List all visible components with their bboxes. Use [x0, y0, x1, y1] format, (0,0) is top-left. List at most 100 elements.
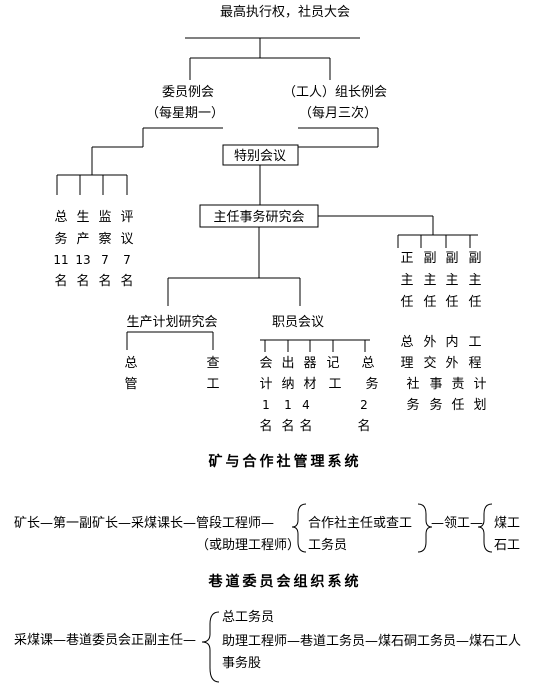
section1-right-brace-top — [417, 503, 433, 528]
section1-link: —领工— — [431, 516, 483, 531]
right-duty-4-char-4: 划 — [473, 398, 486, 413]
right-duty-3-char-1: 内 — [445, 334, 458, 350]
right-duty-1-char-3: 务 — [406, 397, 419, 413]
left-col-4-count: 7 — [123, 253, 131, 267]
right-duty-3-char-2: 外 — [445, 356, 458, 371]
left-col-3-char-1: 监 — [98, 210, 111, 225]
staff-col-2-char-1: 出 — [281, 356, 294, 371]
left-col-3-count: 7 — [101, 253, 109, 267]
right-col-2-char-3: 任 — [423, 295, 436, 310]
section2-chain: 采煤课—巷道委员会正副主任— — [14, 633, 196, 648]
right-group-columns: 正 主 任 副 主 任 副 主 任 副 主 任 总 理 务 外 交 务 内 外 … — [400, 251, 486, 413]
staff-col-1-char-1: 会 — [259, 356, 272, 371]
connector-production — [126, 331, 214, 350]
right-col-4-char-3: 任 — [468, 295, 481, 310]
right-col-2-char-1: 副 — [423, 251, 436, 266]
special-meeting-box — [222, 144, 299, 166]
right-row4-char-1: 社 — [406, 376, 419, 392]
staff-col-3-char-2: 材 — [303, 377, 316, 392]
staff-col-2-unit: 名 — [281, 418, 294, 434]
left-col-1-unit: 名 — [54, 273, 67, 289]
staff-col-4-char-2: 工 — [328, 377, 341, 392]
right-col-3-char-1: 副 — [445, 251, 458, 266]
connector-staff — [260, 339, 370, 352]
section2-line-2: 助理工程师—巷道工务员—煤石硐工务员—煤石工人 — [222, 633, 521, 649]
left-col-4-unit: 名 — [120, 273, 133, 289]
leader-meeting-label: （工人）组长例会 — [283, 85, 387, 100]
director-meeting-label: 主任事务研究会 — [213, 209, 304, 225]
right-duty-3-char-3: 任 — [451, 398, 464, 413]
connector-top — [185, 37, 360, 80]
section1-right-brace-bottom — [417, 526, 433, 553]
left-col-2-char-2: 产 — [76, 232, 89, 247]
right-col-3-char-3: 任 — [445, 295, 458, 310]
section1-left-brace — [291, 503, 307, 553]
right-duty-2-char-1: 外 — [423, 335, 436, 350]
section2-line-3: 事务股 — [222, 655, 261, 671]
left-col-3-char-2: 察 — [98, 232, 111, 247]
staff-col-5-count: 2 — [360, 398, 368, 412]
section1-chain-sub: （或助理工程师） — [196, 538, 300, 553]
connector-left-group — [56, 174, 128, 195]
left-col-4-char-2: 议 — [120, 232, 133, 247]
left-col-1-char-2: 务 — [54, 231, 67, 247]
left-col-1-char-1: 总 — [54, 210, 67, 225]
right-col-2-char-2: 主 — [423, 273, 436, 288]
special-meeting-label: 特别会议 — [234, 149, 286, 164]
leader-meeting-schedule: （每月三次） — [299, 105, 377, 121]
connector-meetings — [91, 127, 379, 205]
right-duty-2-char-2: 交 — [423, 355, 436, 371]
section1-title: 矿与合作社管理系统 — [209, 453, 362, 470]
committee-meeting-schedule: （每星期一） — [146, 105, 224, 121]
right-duty-4-char-1: 工 — [468, 335, 481, 350]
staff-col-1-unit: 名 — [259, 418, 272, 434]
right-duty-2-char-3: 务 — [429, 397, 442, 413]
staff-col-4-char-1: 记 — [326, 356, 339, 371]
right-duty-4-char-3: 计 — [473, 377, 486, 392]
section1-group1-item-1: 合作社主任或查工 — [308, 515, 412, 531]
right-duty-1-char-2: 理 — [400, 356, 413, 371]
section1-chain: 矿长—第一副矿长—采煤课长—管段工程师— — [14, 516, 274, 531]
staff-columns: 会 计 1 名 出 纳 1 名 器 材 4 名 记 工 总 务 2 名 — [259, 356, 378, 434]
right-row4-char-3: 责 — [451, 377, 464, 392]
staff-col-5-unit: 名 — [357, 418, 370, 434]
section1-group1-item-2: 工务员 — [308, 537, 347, 553]
staff-col-2-count: 1 — [284, 398, 292, 412]
staff-col-2-char-2: 纳 — [281, 377, 294, 392]
right-duty-1-char-1: 总 — [400, 335, 413, 350]
section2-brace — [201, 611, 220, 683]
staff-col-1-char-2: 计 — [259, 377, 272, 392]
section1-group2-item-1: 煤工 — [494, 516, 520, 531]
production-item-1-char-2: 管 — [124, 377, 137, 392]
right-col-1-char-3: 任 — [400, 295, 413, 310]
left-col-3-unit: 名 — [98, 273, 111, 289]
staff-col-1-count: 1 — [262, 398, 270, 412]
production-item-2-char-1: 查 — [206, 356, 219, 371]
right-col-4-char-1: 副 — [468, 251, 481, 266]
right-col-1-char-2: 主 — [400, 273, 413, 288]
right-col-3-char-2: 主 — [445, 273, 458, 288]
top-title: 最高执行权，社员大会 — [220, 4, 350, 20]
left-col-4-char-1: 评 — [120, 210, 133, 225]
section1-brace-2 — [477, 503, 493, 553]
staff-col-3-char-1: 器 — [303, 356, 316, 371]
section2-title: 巷道委员会组织系统 — [208, 573, 362, 590]
connector-director — [167, 215, 478, 306]
committee-meeting-label: 委员例会 — [162, 85, 214, 100]
staff-col-5-char-1: 总 — [361, 356, 374, 371]
production-item-2-char-2: 工 — [206, 377, 219, 392]
left-col-2-unit: 名 — [76, 273, 89, 289]
staff-meeting-label: 职员会议 — [272, 315, 324, 330]
right-col-4-char-2: 主 — [468, 273, 481, 288]
left-col-2-count: 13 — [75, 253, 90, 267]
production-item-1-char-1: 总 — [124, 356, 137, 371]
staff-col-3-count: 4 — [302, 398, 310, 412]
section2-line-1: 总工务员 — [222, 609, 274, 625]
production-meeting-label: 生产计划研究会 — [126, 315, 217, 330]
right-col-1-char-1: 正 — [400, 251, 413, 266]
staff-col-3-unit: 名 — [299, 418, 312, 434]
right-duty-4-char-2: 程 — [468, 356, 481, 371]
left-col-2-char-1: 生 — [76, 210, 89, 225]
left-group-columns: 总 务 11 名 生 产 13 名 监 察 7 名 评 议 7 名 — [53, 210, 133, 289]
